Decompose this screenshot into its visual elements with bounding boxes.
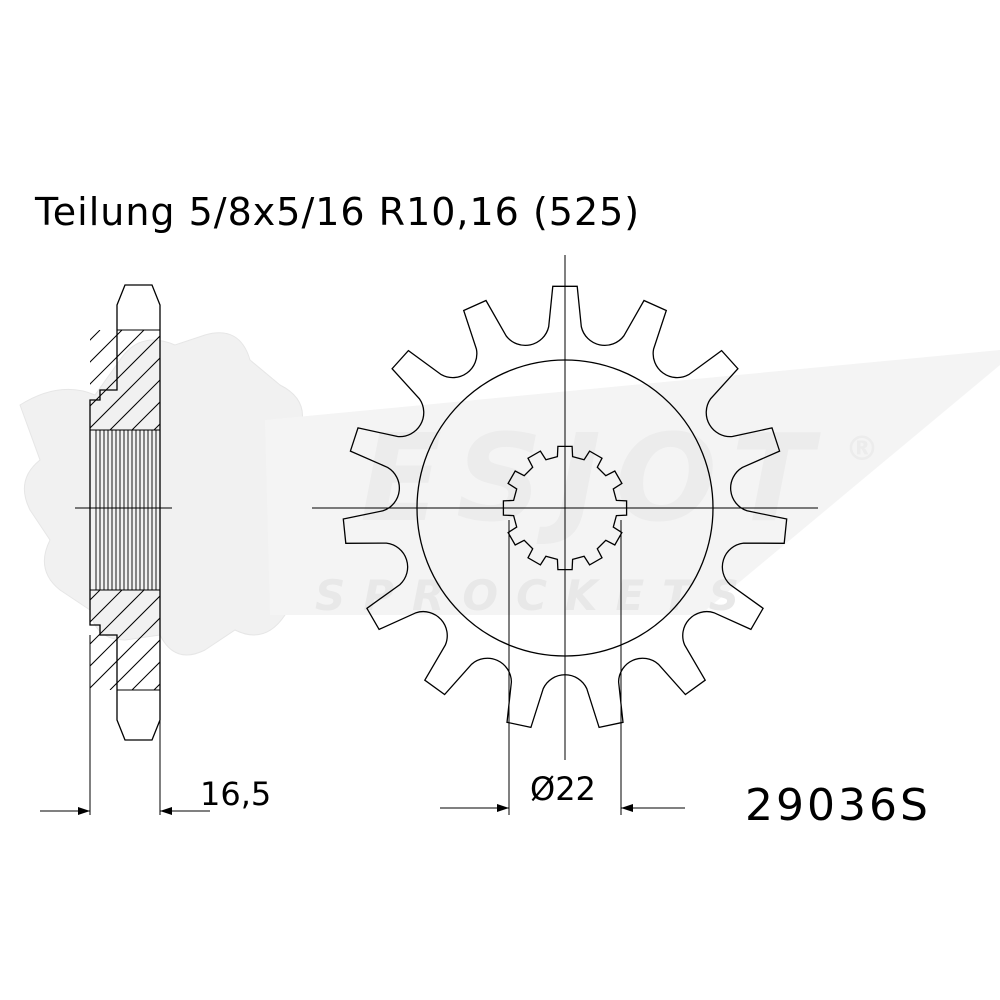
hatch-line [90,335,160,407]
watermark: ESJOT ® SPROCKETS [19,332,1000,656]
width-dimension-label: 16,5 [200,775,271,813]
hatch-line [131,661,160,690]
spline-bore-outline [502,445,628,571]
hatch-line [90,590,145,645]
sprocket-teeth-outline [342,285,788,729]
front-view: Ø22 [312,255,818,815]
hatch-line [90,617,160,689]
pitch-title: Teilung 5/8x5/16 R10,16 (525) [34,190,640,234]
hatch-line [90,330,123,363]
hatch-line [0,590,56,690]
watermark-brand: ESJOT [360,410,827,549]
hatch-line [90,357,160,429]
spline-lines [95,430,157,590]
hatch-line [0,590,12,690]
hatch-line [90,595,160,667]
hatch-line [0,590,78,690]
hatch-line [131,401,160,430]
hatch-line [90,330,145,385]
hatch-line [109,379,160,430]
watermark-tagline: SPROCKETS [315,571,757,620]
section-hatch-top [0,330,160,430]
side-view: 16,5 [0,284,271,815]
section-hatch-bottom [0,590,160,690]
part-number: 29036S [745,780,931,831]
watermark-registered: ® [845,429,879,469]
hatch-line [109,639,160,690]
bore-dimension-label: Ø22 [530,770,596,808]
hatch-line [90,590,123,623]
hatch-line [0,330,12,430]
hatch-line [0,590,34,690]
